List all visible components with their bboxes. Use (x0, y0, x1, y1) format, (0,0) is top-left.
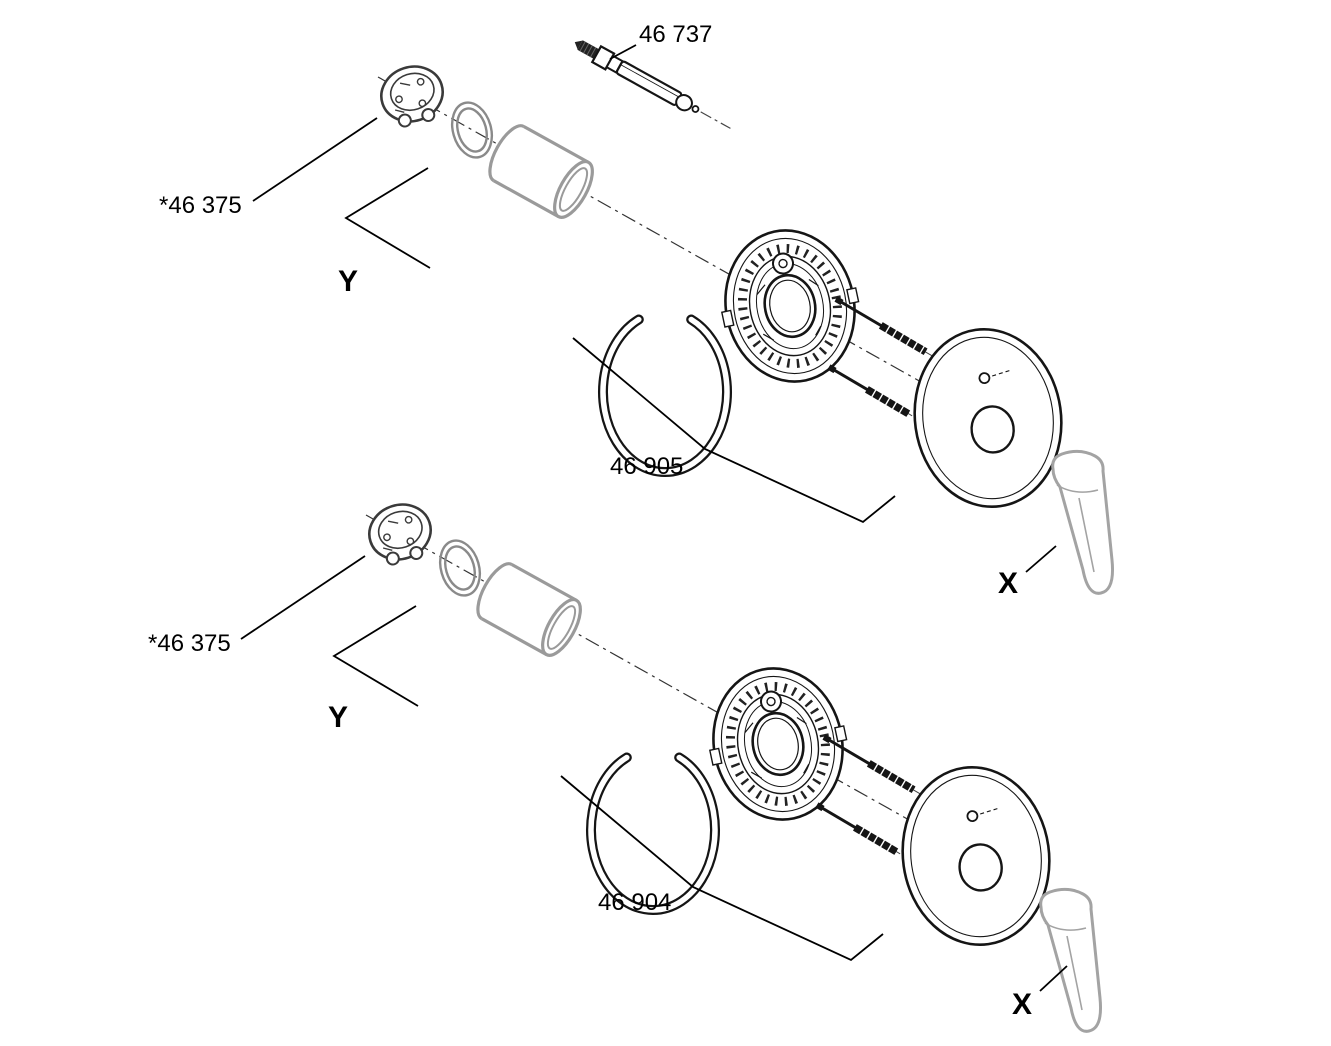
valve-stem-extension (574, 40, 731, 129)
handle-leader-bottom (1039, 965, 1068, 992)
handle-leader-top (1025, 545, 1057, 573)
handle-label-x-top: X (998, 567, 1018, 600)
assembly-46904-drawing (241, 497, 1101, 1032)
part-number-46737: 46 737 (639, 21, 712, 48)
stem-label-leader (609, 44, 637, 60)
handle-label-x-bottom: X (1012, 988, 1032, 1021)
leader-lines (609, 44, 1068, 992)
subgroup-label-y-top: Y (338, 265, 358, 298)
subgroup-label-y-bottom: Y (328, 701, 348, 734)
part-number-46375-top: *46 375 (159, 192, 242, 219)
part-number-46905: 46 905 (610, 453, 683, 480)
part-number-46904: 46 904 (598, 889, 671, 916)
part-number-46375-bottom: *46 375 (148, 630, 231, 657)
